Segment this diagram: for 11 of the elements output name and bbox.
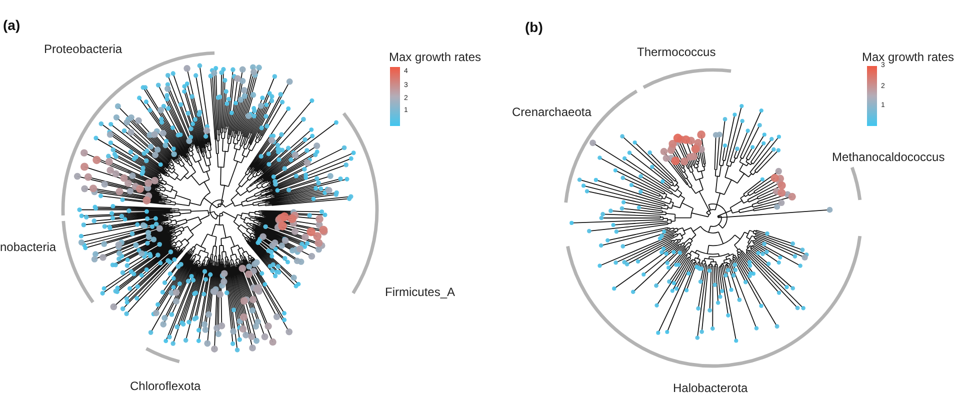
clade-label: Halobacterota bbox=[673, 381, 748, 395]
panel-label: (b) bbox=[525, 19, 543, 35]
legend-title: Max growth rates bbox=[389, 50, 482, 64]
clade-label: Firmicutes_A bbox=[385, 285, 456, 299]
clade-label: Methanocaldococcus bbox=[832, 150, 945, 164]
clade-label: nobacteria bbox=[0, 240, 56, 254]
clade-label: Proteobacteria bbox=[44, 42, 122, 56]
clade-label: Thermococcus bbox=[637, 45, 716, 59]
panel-label: (a) bbox=[3, 17, 20, 33]
clade-label: Chloroflexota bbox=[130, 379, 201, 393]
clade-label: Crenarchaeota bbox=[512, 105, 592, 119]
